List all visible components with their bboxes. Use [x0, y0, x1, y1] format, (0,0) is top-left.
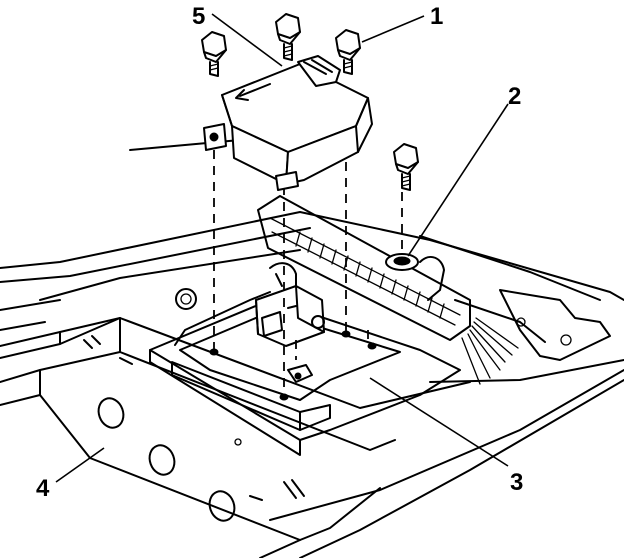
bolt-right — [335, 29, 361, 75]
bolt-center — [275, 13, 301, 61]
leader-1 — [361, 15, 425, 43]
leader-4 — [55, 447, 105, 483]
bolt-grommet — [393, 143, 419, 191]
callout-1: 1 — [430, 3, 443, 30]
floor-crossmember — [0, 317, 471, 558]
alignment-guides — [213, 130, 403, 396]
harness-connector — [255, 262, 325, 347]
leader-5 — [211, 13, 283, 67]
callout-5: 5 — [192, 3, 205, 30]
floor-pan — [0, 139, 624, 558]
bolt-left — [201, 31, 227, 77]
callout-labels: 1 2 3 4 5 — [36, 3, 523, 502]
callout-3: 3 — [510, 469, 523, 496]
leader-3 — [369, 377, 509, 467]
callout-4: 4 — [36, 475, 50, 502]
sensing-diagnostic-module — [203, 55, 373, 191]
wiring-harness — [257, 195, 519, 385]
mounting-holes — [209, 330, 377, 401]
leader-2 — [407, 103, 509, 257]
leader-lines — [55, 13, 509, 483]
grommet-washer — [385, 253, 419, 271]
callout-2: 2 — [508, 83, 521, 110]
